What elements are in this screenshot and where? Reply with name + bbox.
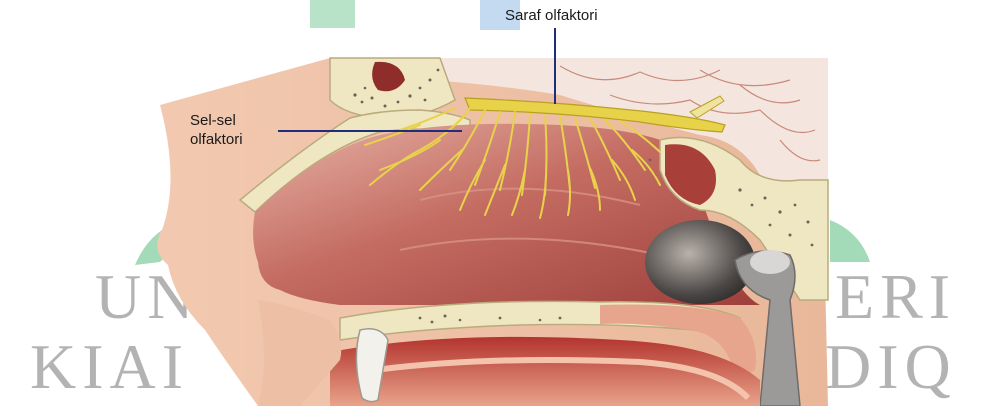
label-olfactory-cells-line2: olfaktori xyxy=(190,131,243,149)
label-olfactory-cells-line1: Sel-sel xyxy=(190,112,236,130)
label-olfactory-nerve: Saraf olfaktori xyxy=(505,7,598,25)
vertebra-highlight xyxy=(750,250,790,274)
